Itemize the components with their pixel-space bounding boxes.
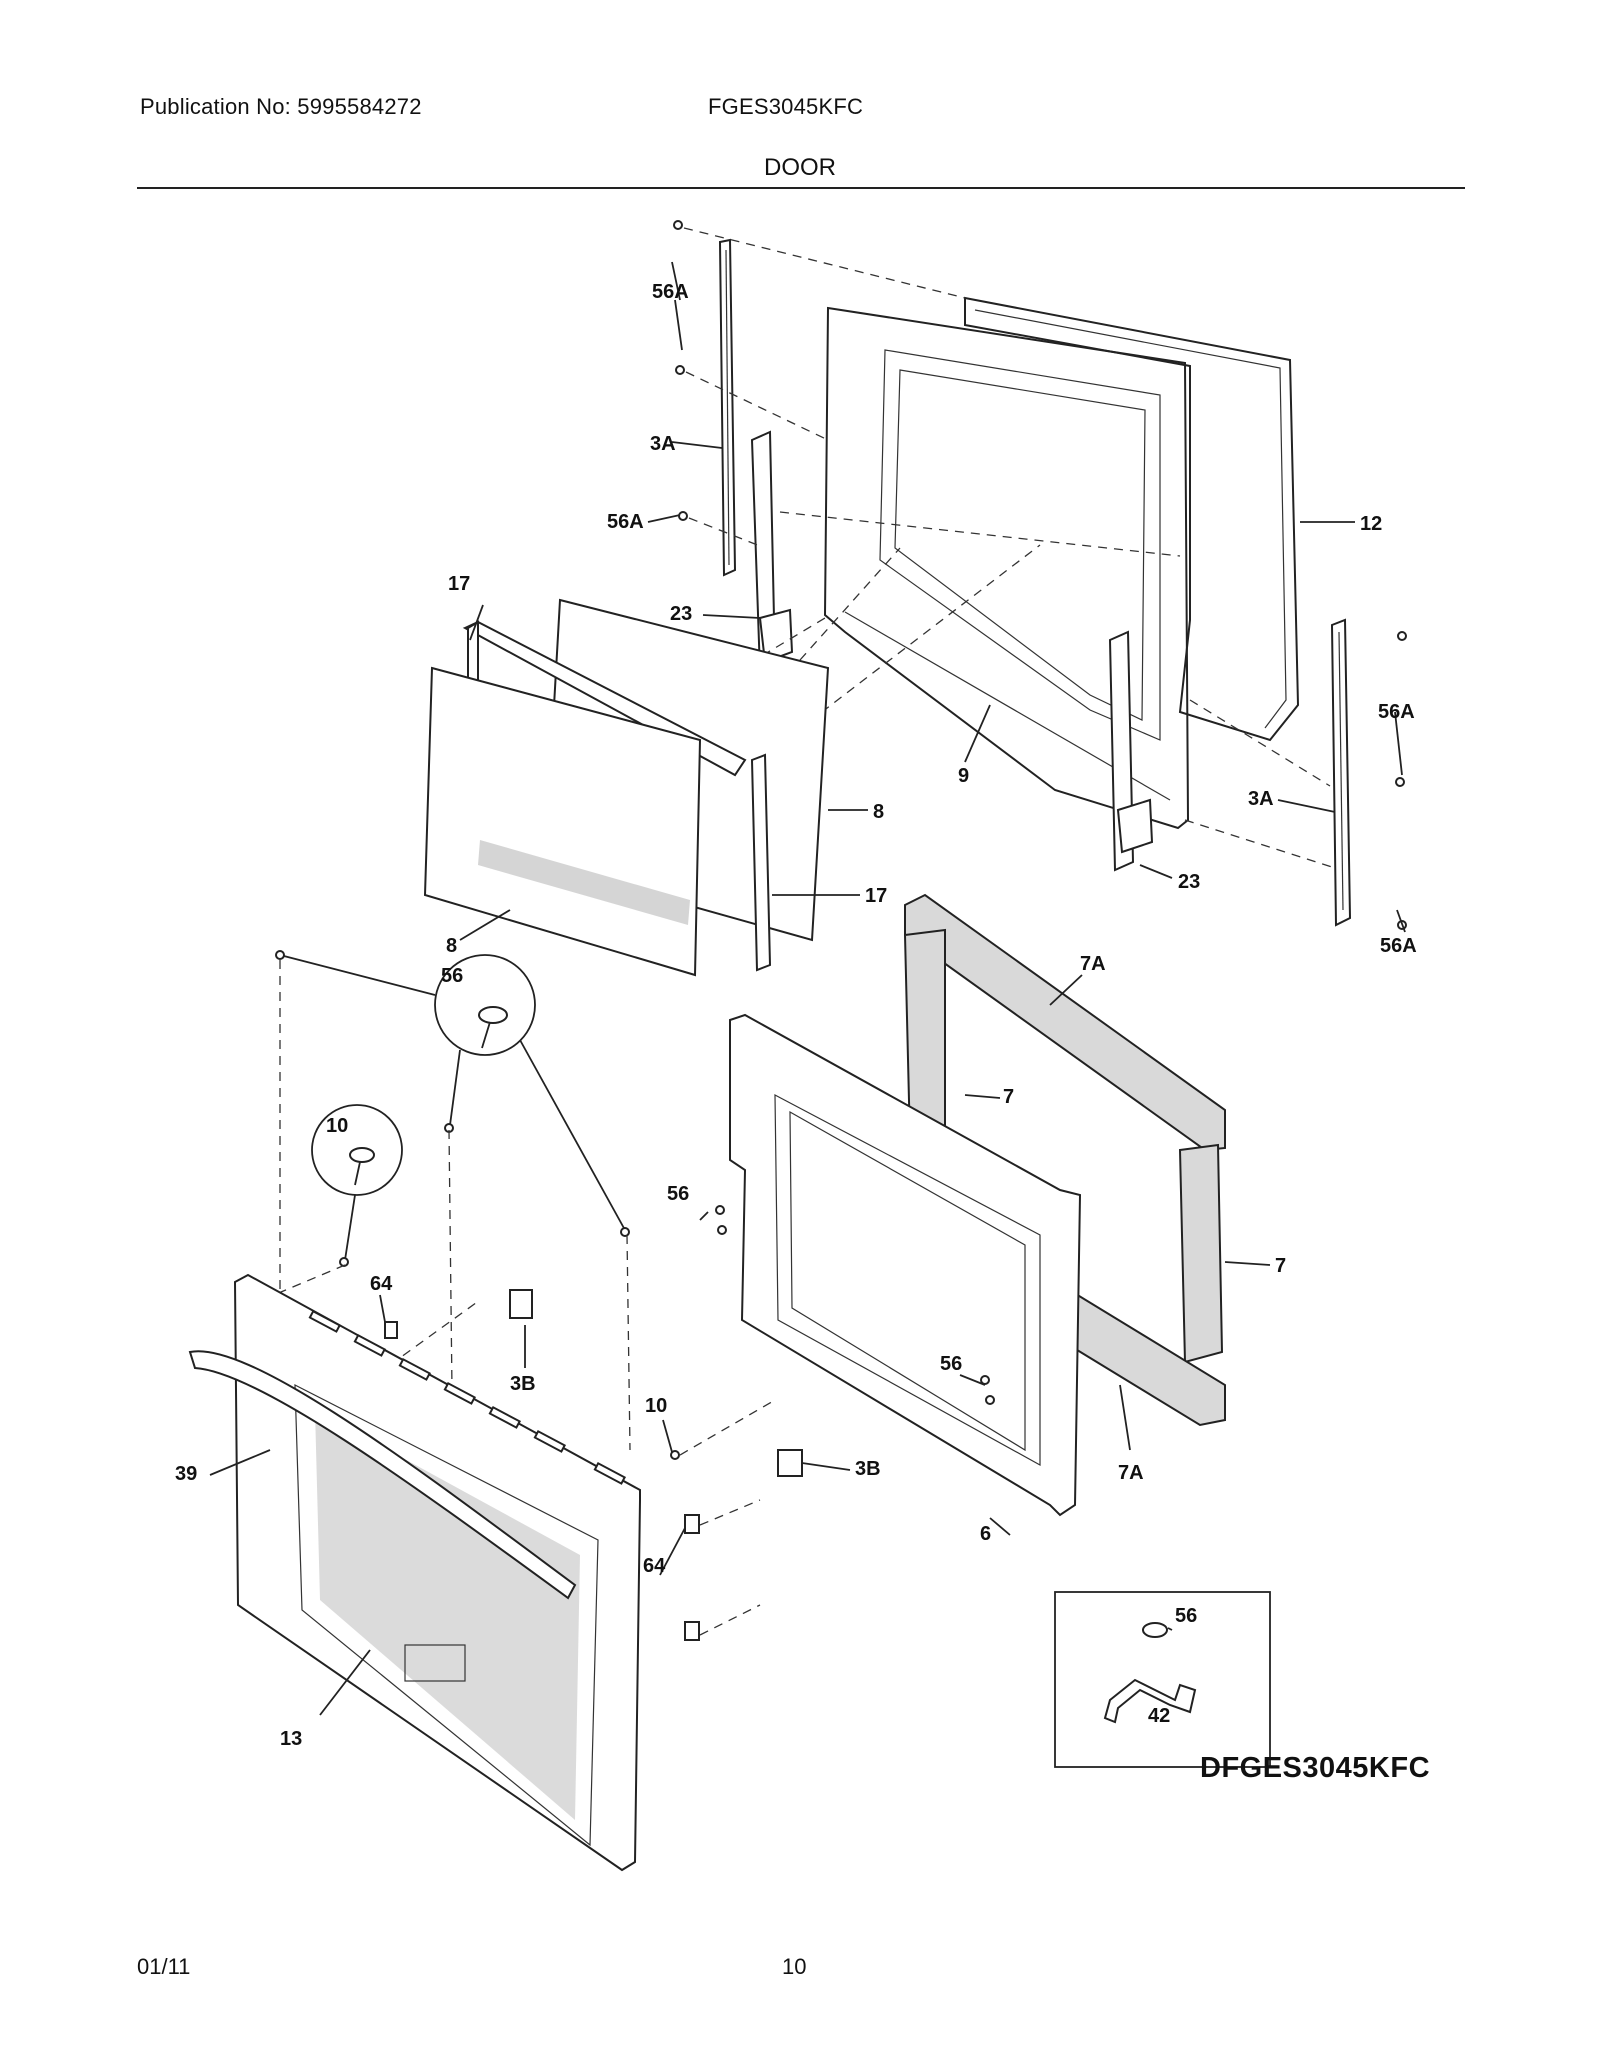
callout-7a: 7A bbox=[1080, 953, 1106, 975]
detail-circle-10 bbox=[311, 1104, 403, 1196]
callout-7: 7 bbox=[1003, 1086, 1014, 1108]
door-handle-39 bbox=[188, 1350, 577, 1600]
callout-56: 56 bbox=[1175, 1605, 1197, 1627]
callout-23: 23 bbox=[670, 603, 692, 625]
hinge-channel-3a-right bbox=[1330, 618, 1352, 927]
callout-56a: 56A bbox=[1378, 701, 1415, 723]
callout-3b: 3B bbox=[855, 1458, 881, 1480]
callout-17: 17 bbox=[448, 573, 470, 595]
outer-door-part-13 bbox=[233, 1273, 641, 1872]
callout-23: 23 bbox=[1178, 871, 1200, 893]
callout-6: 6 bbox=[980, 1523, 991, 1545]
glass-panel-8-front bbox=[423, 666, 702, 977]
hinge-channel-3a-left bbox=[718, 238, 737, 577]
callout-64: 64 bbox=[643, 1555, 666, 1577]
screws-56-inner-door bbox=[715, 1205, 995, 1405]
callout-10: 10 bbox=[326, 1115, 348, 1137]
callout-56: 56 bbox=[667, 1183, 689, 1205]
callout-39: 39 bbox=[175, 1463, 197, 1485]
gasket-part-12 bbox=[964, 296, 1300, 742]
callout-7a: 7A bbox=[1118, 1462, 1144, 1484]
callout-labels: 56A 3A 56A 12 17 23 9 56A 3A 8 17 23 8 5… bbox=[175, 281, 1417, 1750]
page-number: 10 bbox=[782, 1954, 807, 1979]
callout-12: 12 bbox=[1360, 513, 1382, 535]
glass-spacer-17-right bbox=[750, 753, 772, 972]
hinge-23-left bbox=[750, 430, 794, 674]
hinge-23-right bbox=[1108, 630, 1154, 872]
callout-56a: 56A bbox=[652, 281, 689, 303]
header-rule bbox=[137, 187, 1465, 189]
inset-bracket-42 bbox=[1054, 1591, 1271, 1768]
assembly-lines-lower bbox=[261, 960, 776, 1636]
callout-56: 56 bbox=[441, 965, 463, 987]
door-liner-part-9 bbox=[823, 306, 1190, 830]
section-title: DOOR bbox=[764, 154, 836, 181]
callout-3b: 3B bbox=[510, 1373, 536, 1395]
detail-circle-56 bbox=[434, 954, 536, 1056]
callout-42: 42 bbox=[1148, 1705, 1170, 1727]
callout-13: 13 bbox=[280, 1728, 302, 1750]
publication-number: Publication No: 5995584272 bbox=[140, 94, 422, 119]
callout-9: 9 bbox=[958, 765, 969, 787]
vent-slots bbox=[308, 1309, 627, 1485]
footer-date: 01/11 bbox=[137, 1954, 191, 1979]
callout-56a: 56A bbox=[1380, 935, 1417, 957]
callout-8: 8 bbox=[873, 801, 884, 823]
callout-3a: 3A bbox=[1248, 788, 1274, 810]
callout-17: 17 bbox=[865, 885, 887, 907]
inner-door-part-6 bbox=[729, 1013, 1082, 1517]
callout-3a: 3A bbox=[650, 433, 676, 455]
callout-8: 8 bbox=[446, 935, 457, 957]
leader-lines bbox=[209, 261, 1406, 1716]
callout-64: 64 bbox=[370, 1273, 393, 1295]
model-number: FGES3045KFC bbox=[708, 94, 864, 119]
insulation-7-right bbox=[1178, 1143, 1224, 1364]
diagram-code: DFGES3045KFC bbox=[1200, 1752, 1431, 1784]
callout-7: 7 bbox=[1275, 1255, 1286, 1277]
callout-10: 10 bbox=[645, 1395, 667, 1417]
callout-56a: 56A bbox=[607, 511, 644, 533]
callout-56: 56 bbox=[940, 1353, 962, 1375]
insulation-7a-top bbox=[904, 893, 1226, 1152]
